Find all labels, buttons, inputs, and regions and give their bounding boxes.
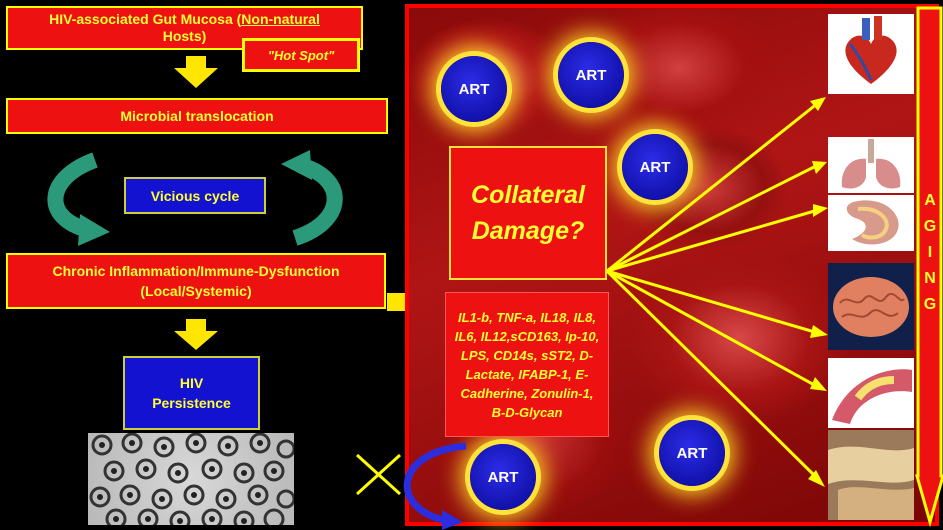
damage-text: Damage? xyxy=(471,217,585,245)
hot-spot-text: "Hot Spot" xyxy=(267,47,335,63)
chronic-inflammation-box: Chronic Inflammation/Immune-Dysfunction … xyxy=(6,253,386,309)
down-arrow-2 xyxy=(174,319,218,350)
heart-image xyxy=(828,14,914,94)
aging-letter-g: G xyxy=(923,218,937,235)
bone-joint-image xyxy=(828,430,914,520)
collateral-damage-box: Collateral Damage? xyxy=(449,146,607,280)
lungs-image xyxy=(828,137,914,193)
virion-particles xyxy=(89,433,294,525)
microbial-translocation-text: Microbial translocation xyxy=(120,108,274,124)
art-circle-5: ART xyxy=(470,444,536,510)
vicious-cycle-box: Vicious cycle xyxy=(124,177,266,214)
hot-spot-box: "Hot Spot" xyxy=(242,38,360,72)
microbial-translocation-box: Microbial translocation xyxy=(6,98,388,134)
vicious-cycle-text: Vicious cycle xyxy=(150,187,240,204)
aging-letter-g2: G xyxy=(923,296,937,313)
aging-letter-i: I xyxy=(927,244,933,261)
non-natural-text: Non-natural xyxy=(241,11,320,27)
artery-plaque-image xyxy=(828,358,914,428)
gut-mucosa-box: HIV-associated Gut Mucosa (Non-natural H… xyxy=(6,6,363,50)
art-circle-4: ART xyxy=(659,420,725,486)
hosts-text: Hosts) xyxy=(162,28,207,44)
aging-letter-a: A xyxy=(924,192,936,209)
chronic-inflammation-text: Chronic Inflammation/Immune-Dysfunction xyxy=(52,263,340,279)
cycle-arrow-right xyxy=(292,158,343,246)
cycle-arrow-left xyxy=(47,152,99,238)
kidney-image xyxy=(828,195,914,251)
gut-mucosa-text: HIV-associated Gut Mucosa ( xyxy=(49,11,242,27)
art-circle-2: ART xyxy=(558,42,624,108)
aging-letter-n: N xyxy=(924,270,936,287)
biomarker-text: IL1-b, TNF-a, IL18, IL8, IL6, IL12,sCD16… xyxy=(454,309,600,420)
collateral-text: Collateral xyxy=(471,181,585,209)
persistence-text: Persistence xyxy=(152,395,231,411)
hiv-text: HIV xyxy=(179,375,204,391)
down-arrow-1 xyxy=(174,56,218,88)
blue-curved-arrow xyxy=(403,442,467,525)
art-circle-3: ART xyxy=(622,134,688,200)
hiv-micrograph-image xyxy=(88,433,294,525)
local-systemic-text: (Local/Systemic) xyxy=(140,283,252,299)
brain-image xyxy=(828,263,914,350)
hiv-persistence-box: HIV Persistence xyxy=(123,356,260,430)
organ-arrows xyxy=(605,97,828,487)
cross-mark xyxy=(355,453,402,496)
biomarker-box: IL1-b, TNF-a, IL18, IL8, IL6, IL12,sCD16… xyxy=(445,292,609,437)
art-circle-1: ART xyxy=(441,56,507,122)
